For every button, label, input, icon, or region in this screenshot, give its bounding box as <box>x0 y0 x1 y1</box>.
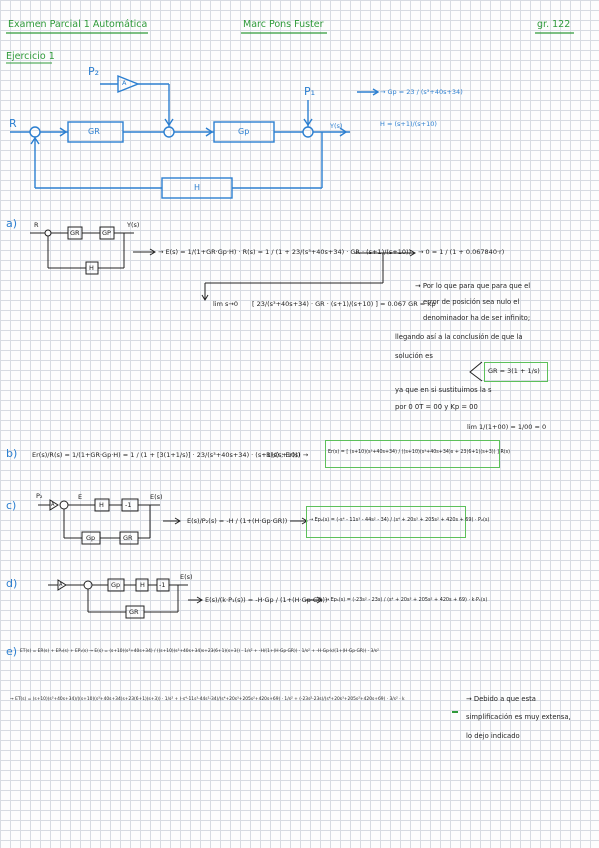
part-c-equation: E(s)/P₂(s) = -H / (1+(H·Gp·GR)) <box>187 517 288 525</box>
course-title: Examen Parcial 1 Automática <box>8 19 148 30</box>
author-name: Marc Pons Fuster <box>243 19 324 30</box>
diagram-block-h: H <box>194 183 201 192</box>
diagram-block-gr: GR <box>88 127 100 136</box>
diagram-p2: P₂ <box>88 65 100 78</box>
part-a-limit: lim s→0 <box>213 300 238 308</box>
part-e-line-1: ET(s) = ER(s) + EP₂(s) + EP₁(s) → E(s) =… <box>20 649 379 654</box>
part-a-diagram-gp: GP <box>102 229 111 237</box>
part-d-diagram-minus1: -1 <box>159 581 166 589</box>
part-c-diagram-p2: P₂ <box>36 492 43 500</box>
diagram-gain-a: A <box>122 79 127 87</box>
part-d-diagram-a: A <box>59 582 63 588</box>
part-a-label: a) <box>6 217 18 230</box>
part-c-diagram-h: H <box>99 501 104 509</box>
part-b-label: b) <box>6 447 18 460</box>
part-e-underline <box>452 711 458 713</box>
diagram-block-gp: Gp <box>238 127 250 136</box>
part-a-note-1: → Por lo que para que para que el <box>415 282 531 290</box>
part-a-equation-2: [ 23/(s³+40s+34) · GR · (s+1)/(s+10) ] =… <box>252 300 436 308</box>
part-b-result-box <box>325 440 500 468</box>
part-d-diagram-gr: GR <box>129 608 139 616</box>
part-d-diagram-e: E(s) <box>180 573 193 581</box>
part-e-note-1: → Debido a que esta <box>466 695 536 703</box>
part-e-note-2: simplificación es muy extensa, <box>466 713 571 721</box>
part-e-line-2: → ET(s) = (s+10)(s³+40s+34)/((s+10)(s³+4… <box>10 697 405 702</box>
part-e-label: e) <box>6 645 18 658</box>
part-a-note-2: error de posición sea nulo el <box>423 298 520 306</box>
part-a-note-6: ya que en si sustituimos la s <box>395 386 492 394</box>
part-a-solution-box <box>484 362 548 382</box>
main-block-diagram <box>10 74 380 199</box>
part-a-note-7: por 0 0T = 00 y Kp = 00 <box>395 403 478 411</box>
part-c-diagram-a: A <box>51 502 55 508</box>
part-c-label: c) <box>6 499 17 512</box>
part-a-zero-equation: → 0 = 1 / (1 + 0.067840·r) <box>418 248 505 256</box>
part-a-diagram-gr: GR <box>70 229 80 237</box>
part-a-diagram-r: R <box>34 221 39 229</box>
part-b-equation: Er(s)/R(s) = 1/(1+GR·Gp·H) = 1 / (1 + [3… <box>32 451 301 459</box>
part-c-diagram <box>38 498 308 545</box>
h-definition: H = (s+1)/(s+10) <box>380 120 437 128</box>
part-a-note-5: solución es <box>395 352 433 360</box>
part-a-solution: GR = 3(1 + 1/s) <box>488 367 540 375</box>
part-c-result-box <box>306 506 466 538</box>
part-c-diagram-gp: Gp <box>86 534 96 542</box>
part-a-diagram <box>30 226 416 301</box>
part-d-diagram <box>48 578 323 619</box>
part-a-note-3: denominador ha de ser infinito; <box>423 314 531 322</box>
diagram-p1: P₁ <box>304 85 316 98</box>
part-d-equation: E(s)/(k·P₁(s)) = -H·Gp / (1+(H·Gp·GR)) <box>205 596 328 604</box>
part-c-result: → Ep₂(s) = (-s⁴ - 11s³ - 44s² - 34) / (s… <box>309 517 490 523</box>
part-a-solution-arrow <box>469 361 483 382</box>
part-b-rhs: · R(s) ; Er(s) → <box>262 451 309 459</box>
exercise-title: Ejercicio 1 <box>6 51 55 62</box>
part-a-diagram-y: Y(s) <box>127 221 140 229</box>
group-label: gr. 122 <box>537 19 571 30</box>
part-d-diagram-h: H <box>140 581 145 589</box>
part-b-result: Er(s) = [ (s+10)(s³+40s+34) / ((s+10)(s³… <box>328 450 511 455</box>
diagram-input-r: R <box>9 117 17 130</box>
part-d-diagram-gp: Gp <box>111 581 121 589</box>
part-c-diagram-e: E <box>78 493 83 501</box>
part-c-diagram-gr: GR <box>123 534 133 542</box>
part-e-note-3: lo dejo indicado <box>466 732 520 740</box>
part-a-equation-1: → E(s) = 1/(1+GR·Gp·H) · R(s) = 1 / (1 +… <box>158 248 412 256</box>
part-a-diagram-h: H <box>89 264 94 272</box>
part-a-final-limit: lim 1/(1+00) = 1/00 = 0 <box>467 423 547 431</box>
part-a-note-4: llegando así a la conclusión de que la <box>395 333 523 341</box>
part-c-diagram-eout: E(s) <box>150 493 163 501</box>
part-d-result: → Ep₁(s) = (-23s² - 23s) / (s⁴ + 20s³ + … <box>325 597 488 603</box>
diagram-output: Y(s) <box>330 122 343 130</box>
header-underline <box>6 32 574 34</box>
part-d-label: d) <box>6 577 18 590</box>
gp-definition: → Gp = 23 / (s³+40s+34) <box>380 88 463 96</box>
part-c-diagram-minus1: -1 <box>125 501 132 509</box>
